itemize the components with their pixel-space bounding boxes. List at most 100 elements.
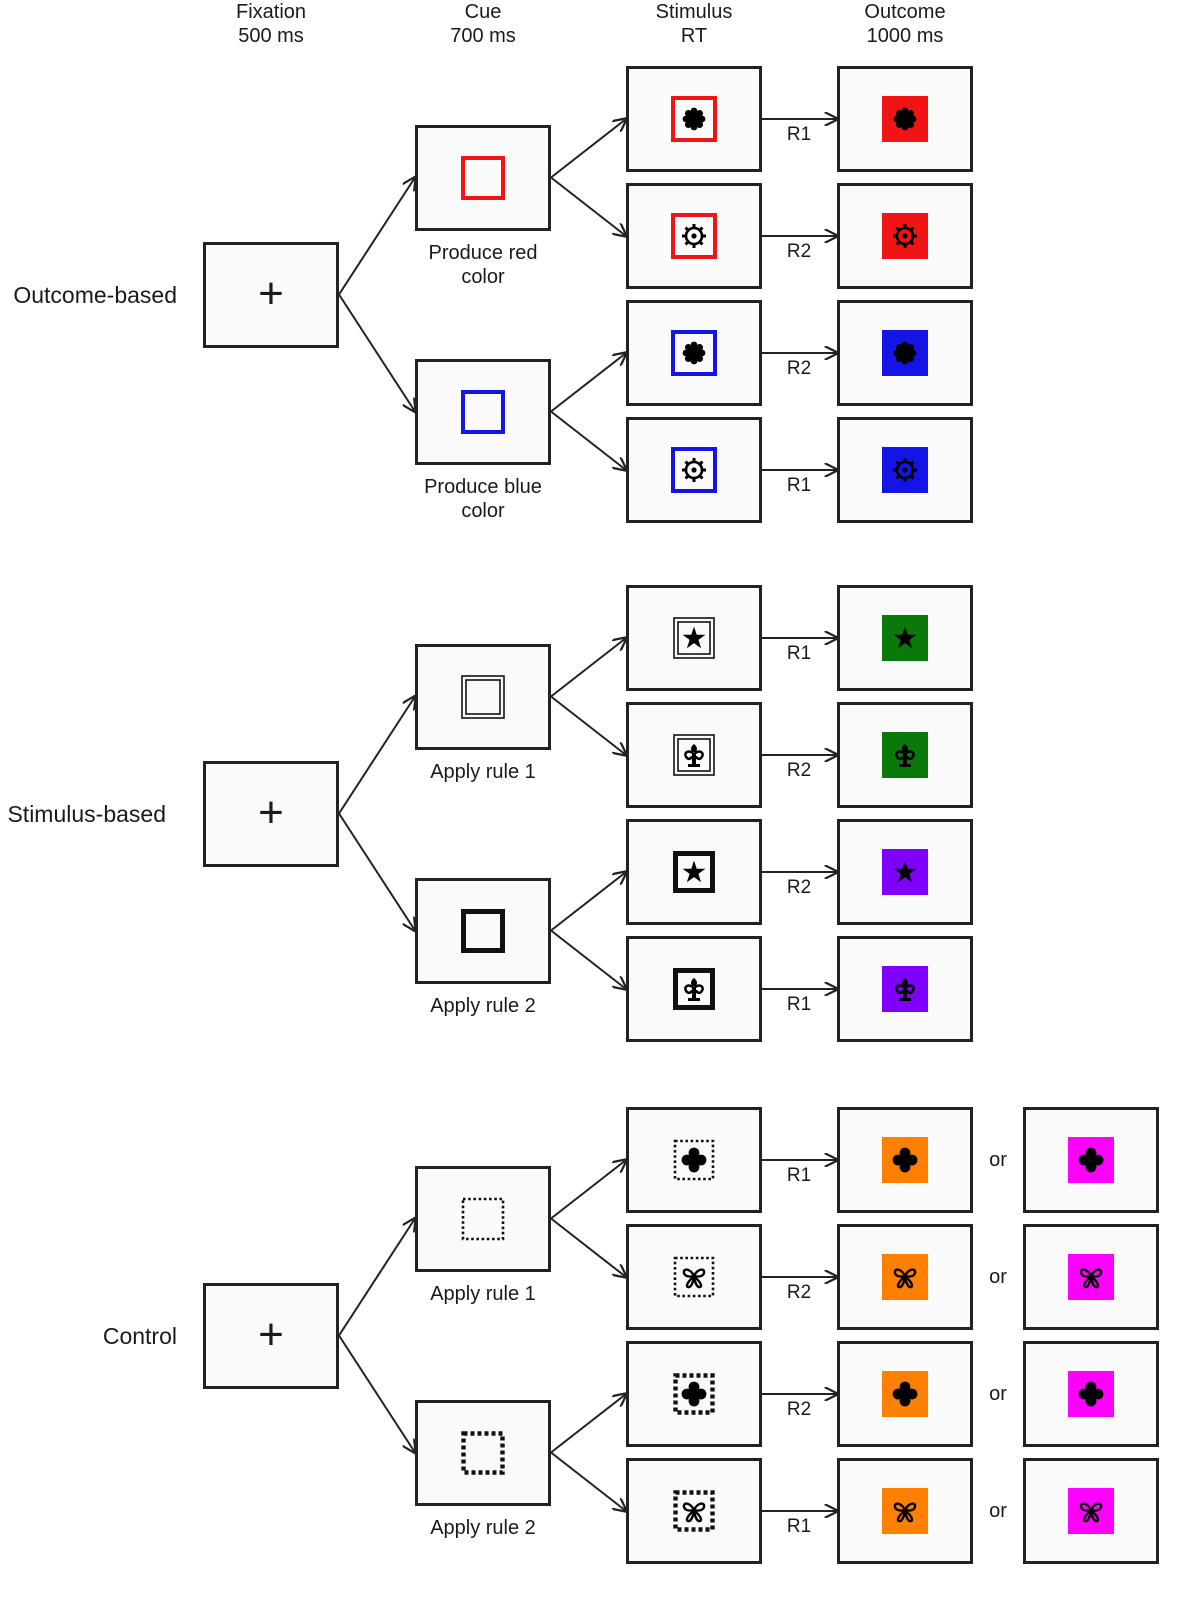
cue-frame [415,124,551,231]
outcome-color-patch [882,849,928,895]
alt-outcome-color-patch [1068,1137,1114,1183]
stimulus-frame [626,1224,762,1330]
bow-icon [673,1256,715,1298]
cue-caption-line: color [461,499,505,522]
alt-outcome-frame [1023,1224,1159,1330]
outcome-frame [837,417,973,523]
outcome-frame [837,300,973,406]
column-header-duration: 1000 ms [866,25,944,47]
response-label: R1 [786,124,812,145]
cue-caption-line: Produce blue [424,475,542,498]
cue-square-icon [461,674,505,719]
stimulus-frame [626,819,762,925]
condition-label: Stimulus-based [7,800,166,827]
column-header-title: Cue [464,1,502,23]
cue-square-icon [461,908,505,953]
or-label: or [989,1149,1007,1171]
fixation-cross: + [258,787,284,837]
or-label: or [989,1266,1007,1288]
cue-square-icon [461,1430,505,1475]
outcome-frame [837,1341,973,1447]
outcome-color-patch [882,615,928,661]
gear-icon [671,213,717,259]
alt-outcome-frame [1023,1458,1159,1564]
fixation-to-cue-arrow [338,293,415,412]
outcome-frame [837,1458,973,1564]
cue-caption-line: Apply rule 2 [430,994,536,1017]
column-header-duration: RT [680,25,708,47]
column-header-duration: 700 ms [450,25,516,47]
outcome-color-patch [882,1254,928,1300]
cue-caption-line: Apply rule 2 [430,1516,536,1539]
stimulus-frame [626,702,762,808]
response-label: R2 [786,241,812,262]
fixation-cross: + [258,1309,284,1359]
outcome-frame [837,66,973,172]
response-label: R2 [786,1282,812,1303]
condition-label: Outcome-based [13,281,177,308]
cue-caption-line: Apply rule 1 [430,760,536,783]
fixation-frame: + [203,1282,339,1389]
cue-to-stimulus-arrow [550,1451,626,1512]
outcome-color-patch [882,330,928,376]
fixation-to-cue-arrow [338,178,415,296]
gear-icon [671,447,717,493]
alt-outcome-frame [1023,1107,1159,1213]
stimulus-frame [626,183,762,289]
cue-caption: Apply rule 2 [403,994,563,1018]
outcome-frame [837,183,973,289]
cue-frame [415,1165,551,1272]
fleur-icon [673,734,715,776]
fixation-to-cue-arrow [338,812,415,931]
splat-icon [671,330,717,376]
outcome-color-patch [882,1488,928,1534]
star-icon [673,617,715,659]
cue-to-stimulus-arrow [550,119,626,179]
response-label: R1 [786,475,812,496]
cue-to-stimulus-arrow [550,1160,626,1220]
stimulus-frame [626,417,762,523]
fixation-frame: + [203,760,339,867]
outcome-color-patch [882,966,928,1012]
outcome-frame [837,936,973,1042]
stimulus-frame [626,1107,762,1213]
stimulus-frame [626,300,762,406]
cue-to-stimulus-arrow [550,410,626,471]
or-label: or [989,1500,1007,1522]
response-label: R1 [786,1516,812,1537]
alt-outcome-color-patch [1068,1371,1114,1417]
column-header-title: Fixation [235,1,307,23]
cue-to-stimulus-arrow [550,353,626,413]
cue-caption: Apply rule 1 [403,1282,563,1306]
cue-frame [415,643,551,750]
outcome-color-patch [882,1137,928,1183]
response-label: R2 [786,760,812,781]
cue-to-stimulus-arrow [550,1394,626,1454]
cue-caption: Apply rule 1 [403,760,563,784]
cue-to-stimulus-arrow [550,929,626,990]
club-icon [673,1373,715,1415]
stimulus-frame [626,585,762,691]
star-icon [673,851,715,893]
fixation-to-cue-arrow [338,697,415,815]
alt-outcome-color-patch [1068,1254,1114,1300]
stimulus-frame [626,936,762,1042]
column-header-title: Stimulus [655,1,733,23]
or-label: or [989,1383,1007,1405]
outcome-color-patch [882,213,928,259]
cue-caption-line: Produce red [428,241,538,264]
column-header-title: Outcome [864,1,946,23]
outcome-frame [837,585,973,691]
outcome-frame [837,819,973,925]
cue-square-icon [461,389,505,434]
fixation-cross: + [258,268,284,318]
condition-label: Control [102,1322,177,1349]
cue-frame [415,358,551,465]
stimulus-frame [626,66,762,172]
cue-square-icon [461,1197,505,1240]
cue-frame [415,877,551,984]
alt-outcome-frame [1023,1341,1159,1447]
